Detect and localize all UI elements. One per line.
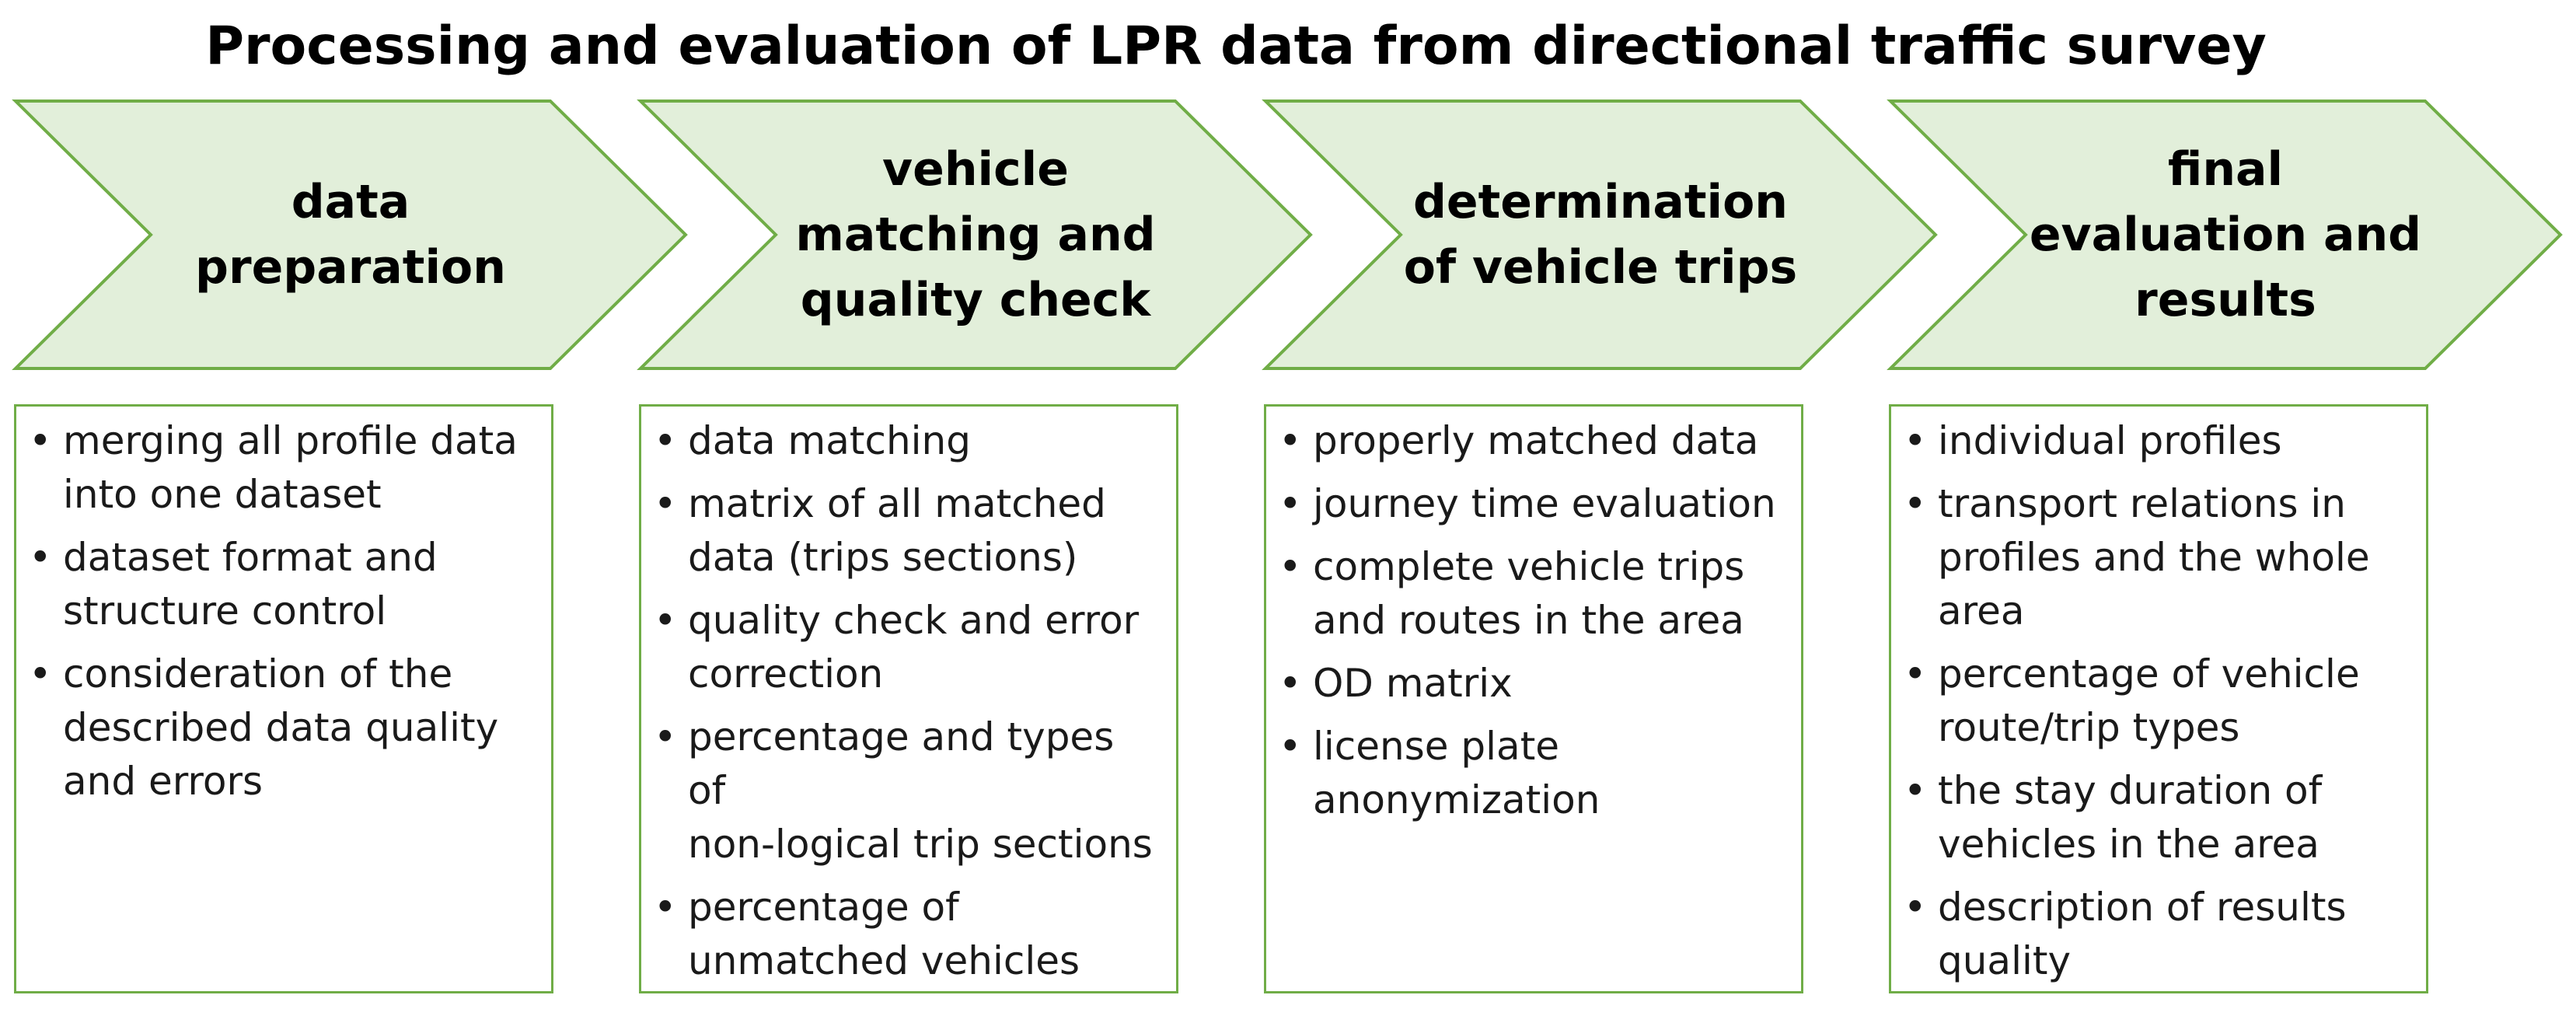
stage-4-details-box: •individual profiles •transport relation… [1889,404,2428,993]
list-item: •consideration of the described data qua… [29,648,537,808]
list-item: •merging all profile data into one datas… [29,414,537,522]
bullet-icon: • [1904,481,1927,526]
chevron-shape [1262,100,1938,370]
list-item: •quality check and error correction [654,594,1162,701]
list-item: •dataset format and structure control [29,531,537,638]
list-item: •percentage of unmatched vehicles [654,881,1162,988]
chevron-shape [1887,100,2563,370]
list-item: •percentage and types of non-logical tri… [654,711,1162,871]
list-item: •individual profiles [1904,414,2412,468]
bullet-icon: • [654,885,677,930]
bullet-icon: • [1904,418,1927,463]
list-item: •transport relations in profiles and the… [1904,477,2412,638]
chevron-shape [12,100,688,370]
stage-3-label: determination of vehicle trips [1403,175,1798,295]
list-item: •journey time evaluation [1279,477,1787,531]
chevron-shape [637,100,1313,370]
stage-1-bullet-list: •merging all profile data into one datas… [29,414,537,808]
list-item: •data matching [654,414,1162,468]
list-item: •description of results quality [1904,881,2412,988]
stage-2-bullet-list: •data matching •matrix of all matched da… [654,414,1162,988]
bullet-icon: • [1904,885,1927,930]
list-item: •matrix of all matched data (trips secti… [654,477,1162,585]
bullet-icon: • [1279,481,1302,526]
bullet-icon: • [1279,418,1302,463]
bullet-icon: • [654,481,677,526]
list-item: •the stay duration of vehicles in the ar… [1904,764,2412,871]
list-item: •license plate anonymization [1279,720,1787,827]
stage-3-bullet-list: •properly matched data •journey time eva… [1279,414,1787,827]
list-item: •complete vehicle trips and routes in th… [1279,540,1787,648]
stage-4-bullet-list: •individual profiles •transport relation… [1904,414,2412,988]
stage-2-details-box: •data matching •matrix of all matched da… [639,404,1178,993]
bullet-icon: • [1904,651,1927,697]
stage-2-label: vehicle matching and quality check [795,142,1156,327]
stage-3-details-box: •properly matched data •journey time eva… [1264,404,1803,993]
bullet-icon: • [1279,661,1302,706]
list-item: •properly matched data [1279,414,1787,468]
bullet-icon: • [1904,768,1927,813]
bullet-icon: • [29,535,52,580]
stage-2-chevron: vehicle matching and quality check [637,100,1313,370]
stage-1-label: data preparation [195,175,506,295]
stage-1-details-box: •merging all profile data into one datas… [14,404,553,993]
stage-3-chevron: determination of vehicle trips [1262,100,1938,370]
bullet-icon: • [654,714,677,759]
bullet-icon: • [1279,724,1302,769]
diagram-title: Processing and evaluation of LPR data fr… [205,16,2267,77]
stage-1-chevron: data preparation [12,100,688,370]
bullet-icon: • [29,418,52,463]
bullet-icon: • [654,418,677,463]
stage-4-chevron: final evaluation and results [1887,100,2563,370]
stage-4-label: final evaluation and results [2029,142,2422,327]
list-item: •percentage of vehicle route/trip types [1904,648,2412,755]
list-item: •OD matrix [1279,657,1787,711]
bullet-icon: • [29,651,52,697]
bullet-icon: • [1279,544,1302,589]
bullet-icon: • [654,598,677,643]
